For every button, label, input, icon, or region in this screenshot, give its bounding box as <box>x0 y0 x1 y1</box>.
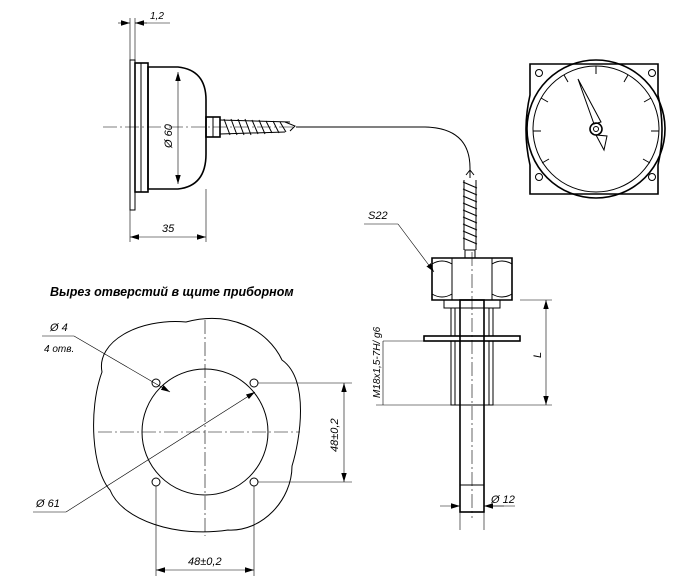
dim-hole-spacing-vertical: 48±0,2 <box>258 382 352 483</box>
cutout-hole-tr <box>249 378 259 388</box>
dim-immersion-length-label: L <box>532 352 544 358</box>
dim-hole-spacing-vertical-label: 48±0,2 <box>329 418 341 452</box>
dim-immersion-length: L <box>493 299 552 406</box>
probe-stem <box>459 299 485 513</box>
threaded-section <box>450 340 494 406</box>
front-flange <box>525 63 663 195</box>
case-body <box>147 66 207 190</box>
side-view: 1,2 Ø 60 35 <box>103 11 298 242</box>
dim-flange-thickness: 1,2 <box>118 11 170 60</box>
pointer-hub <box>589 122 603 136</box>
capillary-spring-probe <box>462 169 478 250</box>
probe-cap <box>464 249 476 259</box>
cutout-hole-bl <box>151 477 161 487</box>
dim-cutout-diameter: Ø 61 <box>33 391 256 513</box>
mount-hole-br <box>648 173 656 181</box>
dim-thread: M18x1,5-7H/ g6 <box>372 326 451 406</box>
dial-pointer <box>577 78 602 125</box>
pointer-hub-center <box>593 126 599 132</box>
probe-assembly: L M18x1,5-7H/ g6 Ø 12 S22 <box>364 169 552 530</box>
cutout-hole-br <box>249 477 259 487</box>
panel-outline <box>93 318 301 533</box>
dim-thread-label: M18x1,5-7H/ g6 <box>372 326 383 398</box>
mount-hole-tl <box>535 69 543 77</box>
dim-body-depth: 35 <box>129 189 207 242</box>
dial-face <box>532 65 660 193</box>
mount-hole-tr <box>648 69 656 77</box>
dim-wrench: S22 <box>364 210 435 273</box>
dim-hole-diameter-label: Ø 4 <box>49 322 68 334</box>
mount-hole-bl <box>535 173 543 181</box>
capillary-tube <box>296 126 471 178</box>
dim-probe-diameter-label: Ø 12 <box>490 494 515 506</box>
dim-hole-spacing-horizontal: 48±0,2 <box>155 486 255 576</box>
cutout-circle <box>141 368 269 496</box>
capillary-spring-side <box>219 118 296 136</box>
dim-flange-thickness-label: 1,2 <box>150 11 164 22</box>
dim-wrench-label: S22 <box>368 210 388 222</box>
section-title: Вырез отверстий в щите приборном <box>50 285 294 299</box>
front-bezel <box>526 59 666 199</box>
hex-nut-faces <box>431 258 513 300</box>
dim-body-depth-label: 35 <box>162 223 175 235</box>
dim-hole-count-label: 4 отв. <box>44 344 74 355</box>
dim-probe-diameter: Ø 12 <box>440 494 515 530</box>
hex-nut <box>431 257 513 301</box>
dim-hole-spacing-horizontal-label: 48±0,2 <box>188 556 222 568</box>
dial-pointer-tail <box>595 134 608 152</box>
cutout-view: Ø 4 4 отв. Ø 61 48±0,2 48±0,2 <box>33 318 352 576</box>
dim-body-diameter-label: Ø 60 <box>163 123 175 149</box>
dial-scale-ticks <box>533 66 659 164</box>
cutout-hole-tl <box>151 378 161 388</box>
dim-hole: Ø 4 4 отв. <box>42 322 171 393</box>
dim-cutout-diameter-label: Ø 61 <box>35 498 60 510</box>
dim-body-diameter: Ø 60 <box>163 72 181 184</box>
front-view <box>525 59 666 199</box>
mounting-wall <box>423 335 521 342</box>
